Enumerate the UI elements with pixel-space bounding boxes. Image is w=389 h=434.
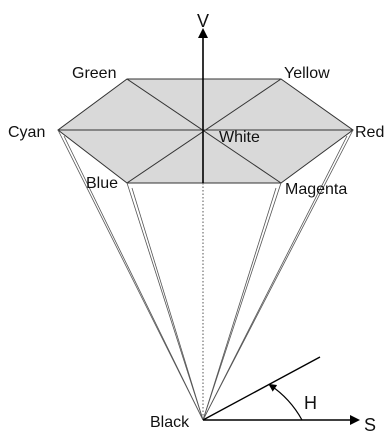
hue-direction-line xyxy=(202,356,321,421)
s-axis-label: S xyxy=(364,415,376,434)
diagonal-yellow-blue xyxy=(126,78,282,184)
ray-cyan-inner xyxy=(63,135,204,421)
hexagon-face xyxy=(57,78,354,184)
hue-angle-arc xyxy=(268,383,303,421)
ray-blue-inner xyxy=(131,187,204,421)
ray-red-outer xyxy=(202,129,354,421)
blue-label: Blue xyxy=(86,175,118,192)
v-axis-label: V xyxy=(197,11,209,31)
white-label: White xyxy=(219,129,260,146)
yellow-label: Yellow xyxy=(284,65,330,82)
red-label: Red xyxy=(355,124,384,141)
green-label: Green xyxy=(72,65,116,82)
ray-blue-outer xyxy=(126,182,204,421)
ray-magenta-outer xyxy=(202,182,282,421)
cone-rays xyxy=(57,129,354,421)
cyan-label: Cyan xyxy=(8,124,45,141)
black-label: Black xyxy=(150,414,190,431)
magenta-label: Magenta xyxy=(285,181,347,198)
ray-cyan-outer xyxy=(57,129,204,421)
ray-magenta-inner xyxy=(202,187,277,421)
ray-red-inner xyxy=(202,135,348,421)
h-angle-label: H xyxy=(304,393,317,413)
